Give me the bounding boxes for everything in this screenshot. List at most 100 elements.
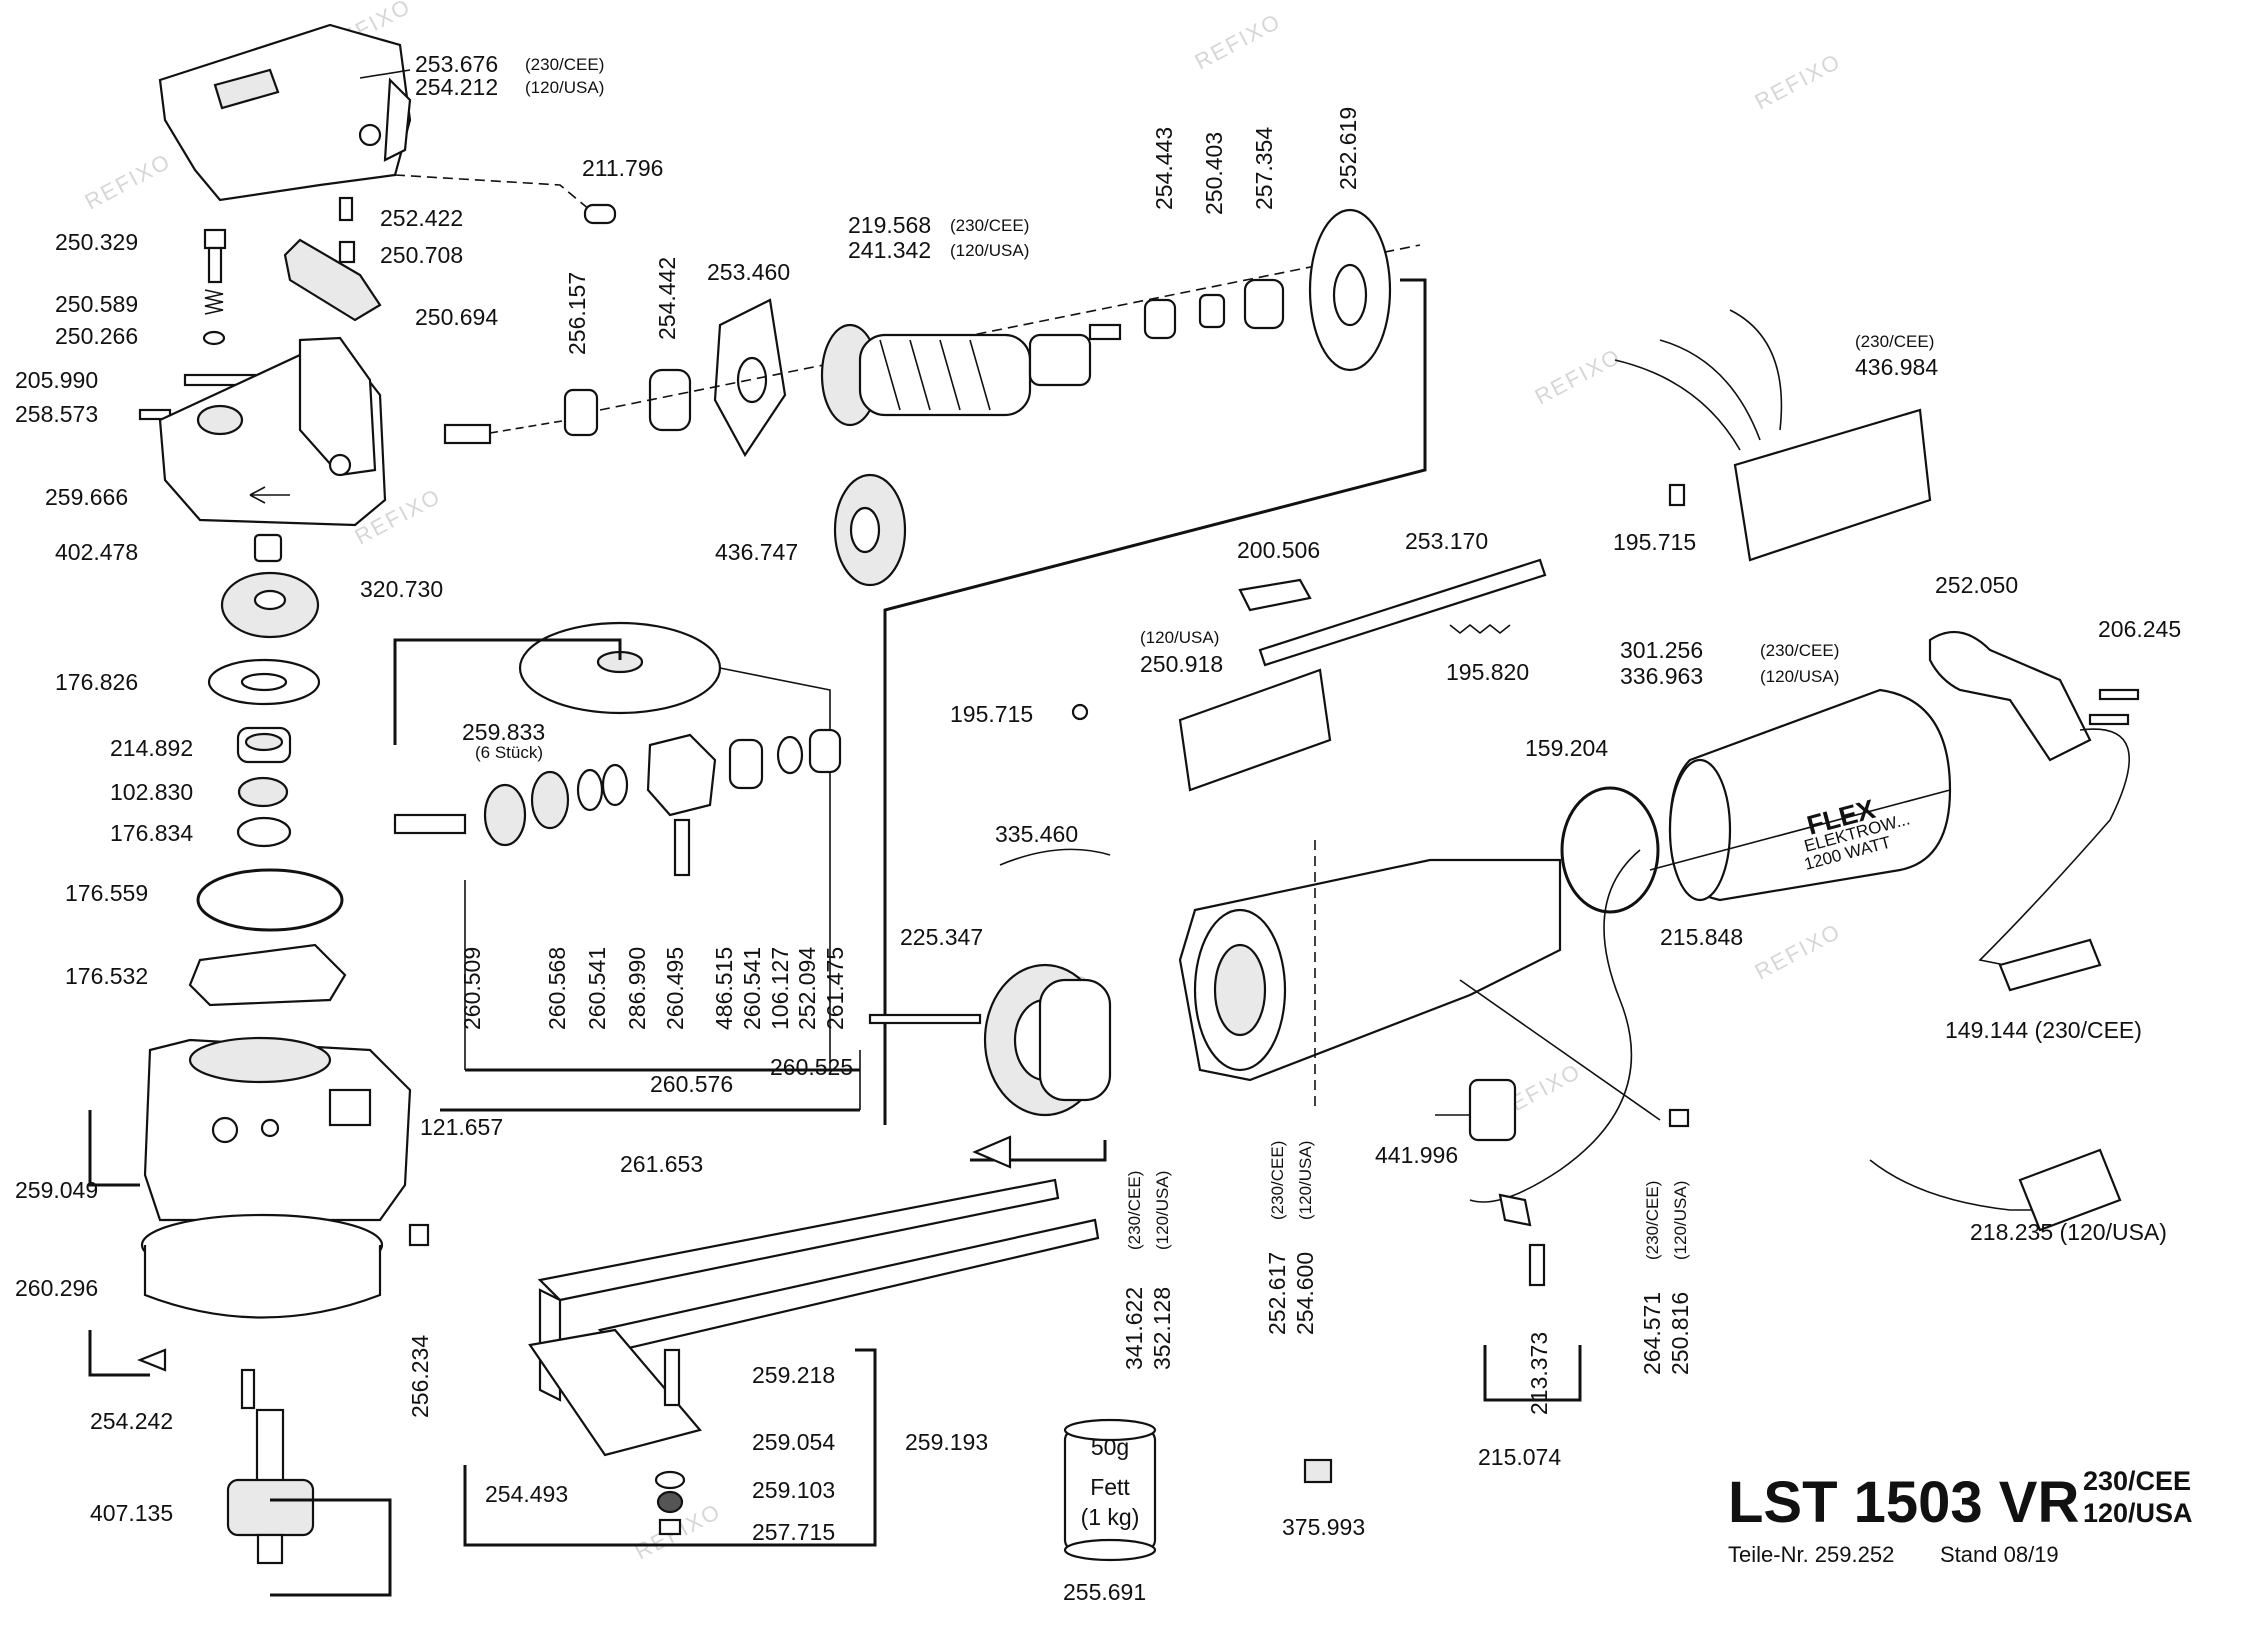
- brush-holder-264571: [1668, 1108, 1690, 1128]
- label-102830: 102.830: [110, 779, 193, 805]
- oring-159204: [1560, 786, 1660, 914]
- leader-line: [394, 174, 591, 211]
- label-341622-variant: (230/CEE): [1125, 1171, 1144, 1250]
- label-341622: 341.622: [1121, 1287, 1147, 1370]
- ball-bearing-214892: [236, 726, 292, 764]
- bracket-line: [270, 1498, 392, 1597]
- rear-handle-252050: [1928, 630, 2092, 762]
- label-195820: 195.820: [1446, 659, 1529, 685]
- shaft-pinion: [443, 423, 492, 445]
- bearing-256157: [563, 388, 599, 437]
- arrow-icon: [972, 1135, 1012, 1169]
- bracket-line: [970, 1140, 1107, 1162]
- label-260541: 260.541: [739, 947, 765, 1030]
- gear-housing-259666: [158, 336, 387, 527]
- label-258573: 258.573: [15, 401, 98, 427]
- label-250816: 250.816: [1667, 1292, 1693, 1375]
- plate-hole: [736, 356, 768, 404]
- washer-hole: [240, 672, 288, 692]
- label-195715: 195.715: [950, 701, 1033, 727]
- leader-line: [359, 69, 411, 79]
- label-260541: 260.541: [584, 947, 610, 1030]
- electronic-250918: [1178, 668, 1332, 792]
- label-259054: 259.054: [752, 1429, 835, 1455]
- stator-341622: [983, 963, 1112, 1117]
- label-252422: 252.422: [380, 205, 463, 231]
- screw-211796: [583, 203, 617, 225]
- label-176532: 176.532: [65, 963, 148, 989]
- label-176559: 176.559: [65, 880, 148, 906]
- watermark: REFIXO: [1531, 343, 1626, 409]
- label-219568: 219.568: [848, 212, 931, 238]
- bracket-line: [88, 1110, 140, 1187]
- label-254442: 254.442: [654, 257, 680, 340]
- label-436984: 436.984: [1855, 354, 1938, 380]
- label-259218: 259.218: [752, 1362, 835, 1388]
- leader-line: [719, 667, 831, 1070]
- clamp-ring-260296: [140, 1213, 384, 1319]
- grease-can-label: Fett: [1090, 1474, 1130, 1500]
- bracket-line: [883, 278, 1427, 1125]
- label-159204: 159.204: [1525, 735, 1608, 761]
- label-253460: 253.460: [707, 259, 790, 285]
- power-cable: [1469, 849, 1641, 1203]
- bevel-gear-320730: [220, 571, 320, 639]
- plug-149144: [1998, 938, 2102, 992]
- label-260576: 260.576: [650, 1071, 733, 1097]
- label-301256-variant: (230/CEE): [1760, 641, 1839, 660]
- switch-441996: [1468, 1078, 1517, 1142]
- label-436747: 436.747: [715, 539, 798, 565]
- label-259103: 259.103: [752, 1477, 835, 1503]
- label-260525: 260.525: [770, 1054, 853, 1080]
- switch-rod-253170: [1258, 558, 1547, 667]
- label-205990: 205.990: [15, 367, 98, 393]
- label-250694: 250.694: [415, 304, 498, 330]
- cable-218235: [1869, 1159, 2070, 1211]
- label-253676: 253.676: [415, 51, 498, 77]
- label-214892: 214.892: [110, 735, 193, 761]
- screw-206245: [2088, 713, 2130, 726]
- fan-436747: [833, 473, 907, 587]
- watermark: REFIXO: [1751, 918, 1846, 984]
- label-407135: 407.135: [90, 1500, 173, 1526]
- label-121657: 121.657: [420, 1114, 503, 1140]
- label-253170: 253.170: [1405, 528, 1488, 554]
- label-225347: 225.347: [900, 924, 983, 950]
- screw-254242: [240, 1368, 256, 1410]
- stand-date: Stand 08/19: [1940, 1542, 2059, 1567]
- label-402478: 402.478: [55, 539, 138, 565]
- spring-250589: [204, 289, 224, 315]
- label-176834: 176.834: [110, 820, 193, 846]
- handle-part: [158, 23, 412, 202]
- label-250816-variant: (120/USA): [1671, 1181, 1690, 1260]
- label-106127: 106.127: [767, 947, 793, 1030]
- sleeve-250708: [338, 240, 356, 264]
- bracket-line: [463, 1348, 877, 1547]
- part-number: Teile-Nr. 259.252: [1728, 1542, 1894, 1567]
- label-260509: 260.509: [459, 947, 485, 1030]
- module-436984: [1614, 309, 1932, 562]
- label-252617: 252.617: [1264, 1252, 1290, 1335]
- label-320730: 320.730: [360, 576, 443, 602]
- bearing-257354: [1243, 278, 1285, 330]
- label-250918-variant: (120/USA): [1140, 628, 1219, 647]
- grease-can-255691: [1063, 1418, 1157, 1562]
- label-254212: 254.212: [415, 74, 498, 100]
- label-241342-variant: (120/USA): [950, 241, 1029, 260]
- brush-375993: [1303, 1458, 1333, 1484]
- label-176826: 176.826: [55, 669, 138, 695]
- label-252619: 252.619: [1335, 107, 1361, 190]
- screw-213373: [1528, 1243, 1546, 1287]
- label-257715: 257.715: [752, 1519, 835, 1545]
- clamp-plate-259054: [528, 1328, 702, 1536]
- coupling-parts: [393, 728, 842, 877]
- screw-252422: [338, 196, 354, 222]
- label-259666: 259.666: [45, 484, 128, 510]
- leader-line: [1459, 979, 1661, 1121]
- label-264571-variant: (230/CEE): [1643, 1181, 1662, 1260]
- label-259193: 259.193: [905, 1429, 988, 1455]
- part-labels: 253.676 (230/CEE) 254.212 (120/USA) 211.…: [15, 51, 2181, 1605]
- label-286990: 286.990: [624, 947, 650, 1030]
- slider-250694: [283, 238, 382, 322]
- plug-218235: [2018, 1148, 2122, 1232]
